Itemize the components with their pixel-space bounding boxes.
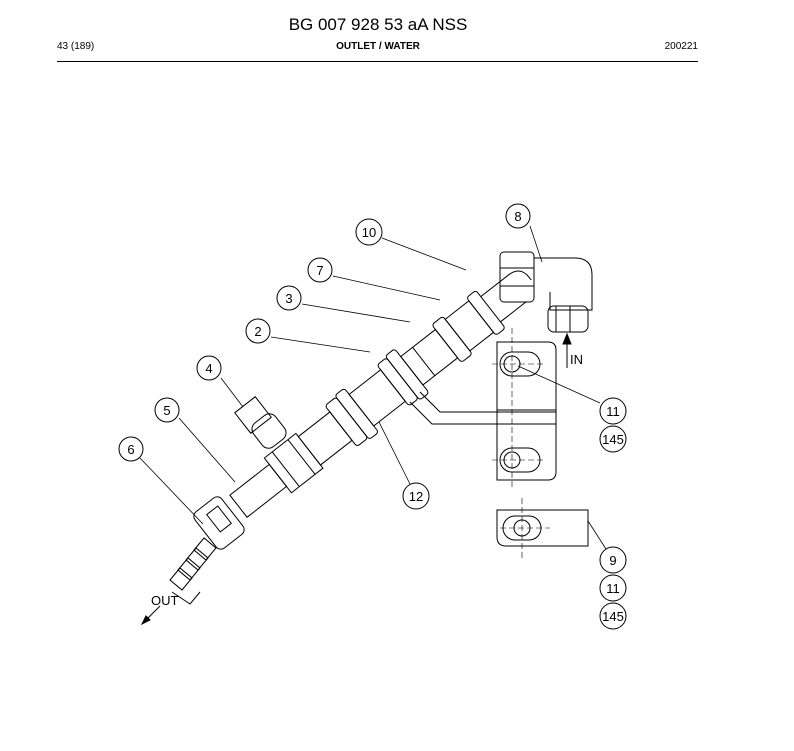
in-label: IN (570, 352, 583, 367)
callout-7-circle (307, 257, 333, 283)
flow-arrows (140, 332, 572, 626)
callout-145a: 145 (602, 432, 624, 447)
main-body (229, 270, 532, 518)
callout-11a: 11 (606, 404, 620, 419)
elbow-fitting (499, 251, 593, 333)
callout-10: 10 (362, 225, 376, 240)
leader-lines (139, 225, 607, 550)
callout-9: 9 (609, 553, 616, 568)
document-code: 200221 (664, 41, 698, 52)
callout-6-circle (118, 436, 144, 462)
callout-3: 3 (285, 291, 292, 306)
in-arrow-head (562, 332, 572, 345)
callout-3-circle (276, 285, 302, 311)
centerlines (492, 328, 550, 558)
callout-5: 5 (163, 403, 170, 418)
out-label: OUT (151, 593, 179, 608)
mounting-bracket (409, 341, 557, 481)
callout-9-circle (599, 546, 627, 574)
callout-6: 6 (127, 442, 134, 457)
callout-145b: 145 (602, 609, 624, 624)
callout-4-circle (196, 355, 222, 381)
callout-8: 8 (514, 209, 521, 224)
callout-11b-circle (599, 574, 627, 602)
callout-5-circle (154, 397, 180, 423)
document-title: BG 007 928 53 aA NSS (288, 15, 468, 34)
callouts (118, 203, 627, 630)
callout-12-circle (402, 482, 430, 510)
hose-tail (169, 537, 217, 605)
callout-4: 4 (205, 361, 212, 376)
callout-2-circle (245, 318, 271, 344)
side-valve (234, 396, 287, 449)
callout-11b: 11 (606, 581, 620, 596)
out-arrow-head (140, 615, 151, 626)
callout-7: 7 (316, 263, 323, 278)
callout-11a-circle (599, 397, 627, 425)
callout-2: 2 (254, 324, 261, 339)
callout-12: 12 (409, 489, 423, 504)
callout-numbers: 8 10 7 3 2 4 5 6 11 145 12 9 11 145 (127, 209, 623, 624)
callout-145b-circle (599, 602, 627, 630)
callout-10-circle (355, 218, 383, 246)
page-number: 43 (189) (57, 41, 95, 52)
header-rule (57, 61, 698, 62)
hose-clamp (193, 496, 245, 550)
callout-145a-circle (599, 425, 627, 453)
section-title: OUTLET / WATER (336, 41, 420, 52)
callout-8-circle (505, 203, 531, 229)
assembly-outline (169, 251, 593, 605)
